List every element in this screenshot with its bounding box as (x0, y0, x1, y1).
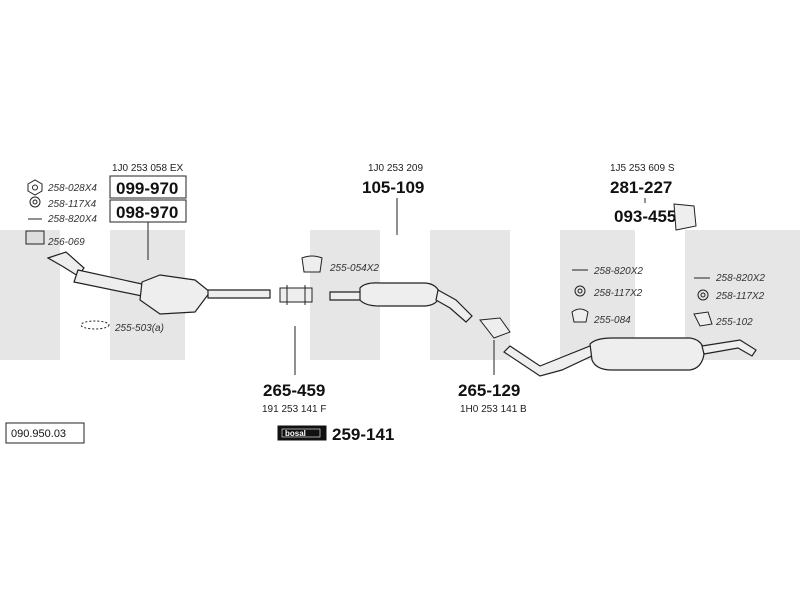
middle-oem: 1J0 253 209 (368, 163, 423, 174)
rear-oem: 1J5 253 609 S (610, 163, 675, 174)
front-pipe-catalyst (46, 251, 271, 315)
rear-left-fittings (571, 269, 589, 323)
gasket-plate-icon (25, 230, 45, 245)
part-105-109: 105-109 (362, 178, 424, 197)
fitting-256-069: 256-069 (47, 237, 85, 248)
front-oem: 1J0 253 058 EX (112, 163, 183, 174)
part-093-455: 093-455 (614, 207, 676, 226)
fitting-258-117x2-left: 258-117X2 (593, 288, 643, 299)
part-265-459: 265-459 (263, 381, 325, 400)
paste-tube-icon: bosal (277, 425, 327, 441)
nut-icon (27, 179, 43, 196)
bracket-icon (673, 203, 697, 231)
part-259-141: 259-141 (332, 425, 394, 444)
fitting-258-117: 258-117X4 (47, 199, 97, 210)
washer-icon (574, 285, 586, 297)
fitting-258-028: 258-028X4 (47, 183, 97, 194)
front-fittings: 258-028X4 258-117X4 258-820X4 256-069 (25, 179, 97, 248)
middle-silencer (329, 282, 473, 323)
rear-right-fittings (693, 277, 713, 327)
part-281-227: 281-227 (610, 178, 672, 197)
washer-icon (697, 289, 709, 301)
rear-silencer (503, 337, 757, 377)
flange-clamp-icon (479, 317, 511, 339)
part-099-970: 099-970 (116, 179, 178, 198)
part-265-129: 265-129 (458, 381, 520, 400)
clamp-255-054: 255-054X2 (329, 263, 379, 274)
clamp2-oem: 1H0 253 141 B (460, 404, 527, 415)
fitting-255-102: 255-102 (715, 317, 753, 328)
watermark-blocks (0, 230, 800, 360)
fitting-258-820x2-left: 258-820X2 (593, 266, 643, 277)
gasket-255-503: 255-503(a) (114, 323, 164, 334)
part-098-970: 098-970 (116, 203, 178, 222)
clamp-icon (279, 285, 313, 305)
washer-icon (29, 196, 41, 208)
fitting-258-820: 258-820X4 (47, 214, 97, 225)
fitting-258-820x2-right: 258-820X2 (715, 273, 765, 284)
paste-brand: bosal (285, 429, 306, 438)
fitting-258-117x2-right: 258-117X2 (715, 291, 765, 302)
clamp1-oem: 191 253 141 F (262, 404, 327, 415)
hanger-icon (693, 311, 713, 327)
gasket-icon (80, 320, 110, 330)
fitting-255-084: 255-084 (593, 315, 631, 326)
u-clamp-icon (301, 255, 323, 273)
hanger-icon (571, 308, 589, 323)
reference-number: 090.950.03 (11, 428, 66, 440)
